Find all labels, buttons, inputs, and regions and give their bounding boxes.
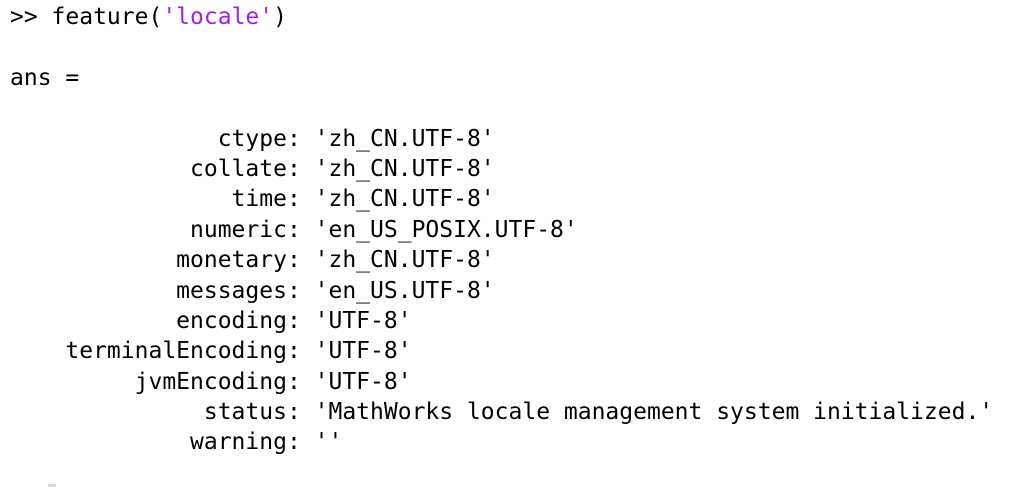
struct-field-row: terminalEncoding: 'UTF-8' (10, 336, 1024, 366)
field-name: encoding: (10, 307, 315, 334)
struct-field-row: messages: 'en_US.UTF-8' (10, 276, 1024, 306)
field-value: 'zh_CN.UTF-8' (314, 186, 495, 213)
struct-fields-output: ctype: 'zh_CN.UTF-8' collate: 'zh_CN.UTF… (10, 124, 1024, 458)
field-value: '' (314, 429, 343, 456)
struct-field-row: collate: 'zh_CN.UTF-8' (10, 154, 1024, 184)
command-code-close: ) (273, 4, 287, 30)
field-value: 'MathWorks locale management system init… (314, 399, 994, 426)
field-value: 'UTF-8' (314, 338, 412, 365)
field-value: 'zh_CN.UTF-8' (314, 125, 495, 152)
field-value: 'zh_CN.UTF-8' (314, 155, 495, 182)
text-cursor-artifact (48, 484, 56, 487)
field-name: jvmEncoding: (10, 368, 315, 395)
field-value: 'en_US.UTF-8' (314, 277, 495, 304)
field-name: warning: (10, 429, 315, 456)
struct-field-row: jvmEncoding: 'UTF-8' (10, 367, 1024, 397)
field-name: numeric: (10, 216, 315, 243)
command-line: >> feature('locale') (10, 2, 1024, 32)
field-name: status: (10, 399, 315, 426)
command-code: feature( (51, 4, 163, 30)
ans-label: ans = (10, 64, 80, 91)
struct-field-row: status: 'MathWorks locale management sys… (10, 397, 1024, 427)
string-literal: 'locale' (162, 4, 274, 30)
field-value: 'UTF-8' (314, 307, 412, 334)
struct-field-row: encoding: 'UTF-8' (10, 306, 1024, 336)
field-name: time: (10, 186, 315, 213)
prompt: >> (10, 4, 52, 30)
field-value: 'zh_CN.UTF-8' (314, 247, 495, 274)
struct-field-row: ctype: 'zh_CN.UTF-8' (10, 124, 1024, 154)
field-value: 'en_US_POSIX.UTF-8' (314, 216, 578, 243)
blank-line (10, 93, 1024, 123)
field-name: messages: (10, 277, 315, 304)
struct-field-row: numeric: 'en_US_POSIX.UTF-8' (10, 215, 1024, 245)
struct-field-row: warning: '' (10, 427, 1024, 457)
field-name: terminalEncoding: (10, 338, 315, 365)
blank-line (10, 32, 1024, 62)
field-name: monetary: (10, 247, 315, 274)
struct-field-row: monetary: 'zh_CN.UTF-8' (10, 245, 1024, 275)
field-value: 'UTF-8' (314, 368, 412, 395)
struct-field-row: time: 'zh_CN.UTF-8' (10, 184, 1024, 214)
field-name: ctype: (10, 125, 315, 152)
field-name: collate: (10, 155, 315, 182)
